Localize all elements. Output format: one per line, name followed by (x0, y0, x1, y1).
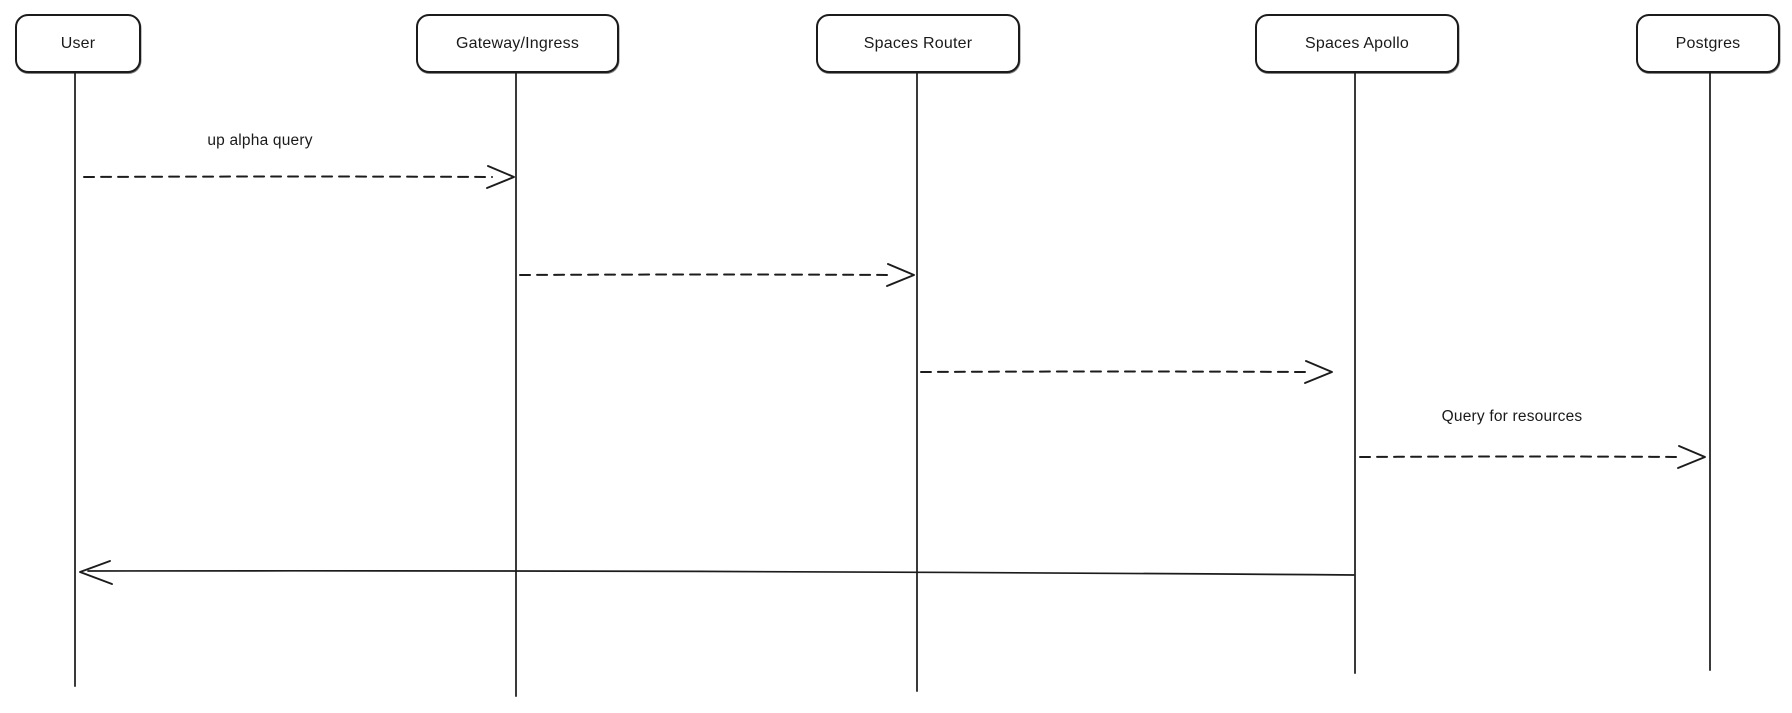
arrowhead-right-icon (1304, 360, 1333, 384)
actor-label-postgres: Postgres (1675, 34, 1741, 52)
arrowhead-right-icon (886, 263, 915, 287)
actor-box-spaces-router: Spaces Router (816, 14, 1020, 73)
arrowhead-right-icon (1677, 445, 1706, 469)
actor-label-user: User (60, 34, 96, 52)
actor-box-spaces-apollo: Spaces Apollo (1255, 14, 1459, 73)
arrow-line (920, 370, 1307, 373)
actor-box-postgres: Postgres (1636, 14, 1780, 73)
arrowhead-right-icon (486, 165, 515, 189)
lifeline-user (74, 70, 76, 687)
lifeline-spaces-router (916, 70, 918, 692)
actor-label-spaces-apollo: Spaces Apollo (1304, 34, 1409, 52)
lifeline-postgres (1709, 70, 1711, 671)
message-arrow-spaces-router-to-spaces-apollo (920, 360, 1333, 384)
message-arrow-user-to-gateway (83, 165, 515, 189)
message-arrow-gateway-to-spaces-router (519, 263, 915, 287)
arrowhead-left-icon (79, 560, 113, 585)
arrow-line (519, 273, 893, 276)
arrow-line (83, 175, 493, 178)
lifeline-gateway-ingress (515, 70, 517, 697)
message-arrow-spaces-apollo-to-user (79, 560, 1355, 585)
actor-box-gateway-ingress: Gateway/Ingress (416, 14, 619, 73)
lifeline-spaces-apollo (1354, 70, 1356, 674)
arrow-line (87, 569, 1355, 576)
actor-box-user: User (15, 14, 141, 73)
message-arrow-spaces-apollo-to-postgres (1359, 445, 1706, 469)
message-label-query-for-resources: Query for resources (1441, 408, 1583, 425)
message-label-up-alpha-query: up alpha query (207, 132, 313, 149)
arrow-line (1359, 455, 1683, 458)
actor-label-gateway-ingress: Gateway/Ingress (455, 34, 580, 52)
actor-label-spaces-router: Spaces Router (863, 34, 973, 52)
